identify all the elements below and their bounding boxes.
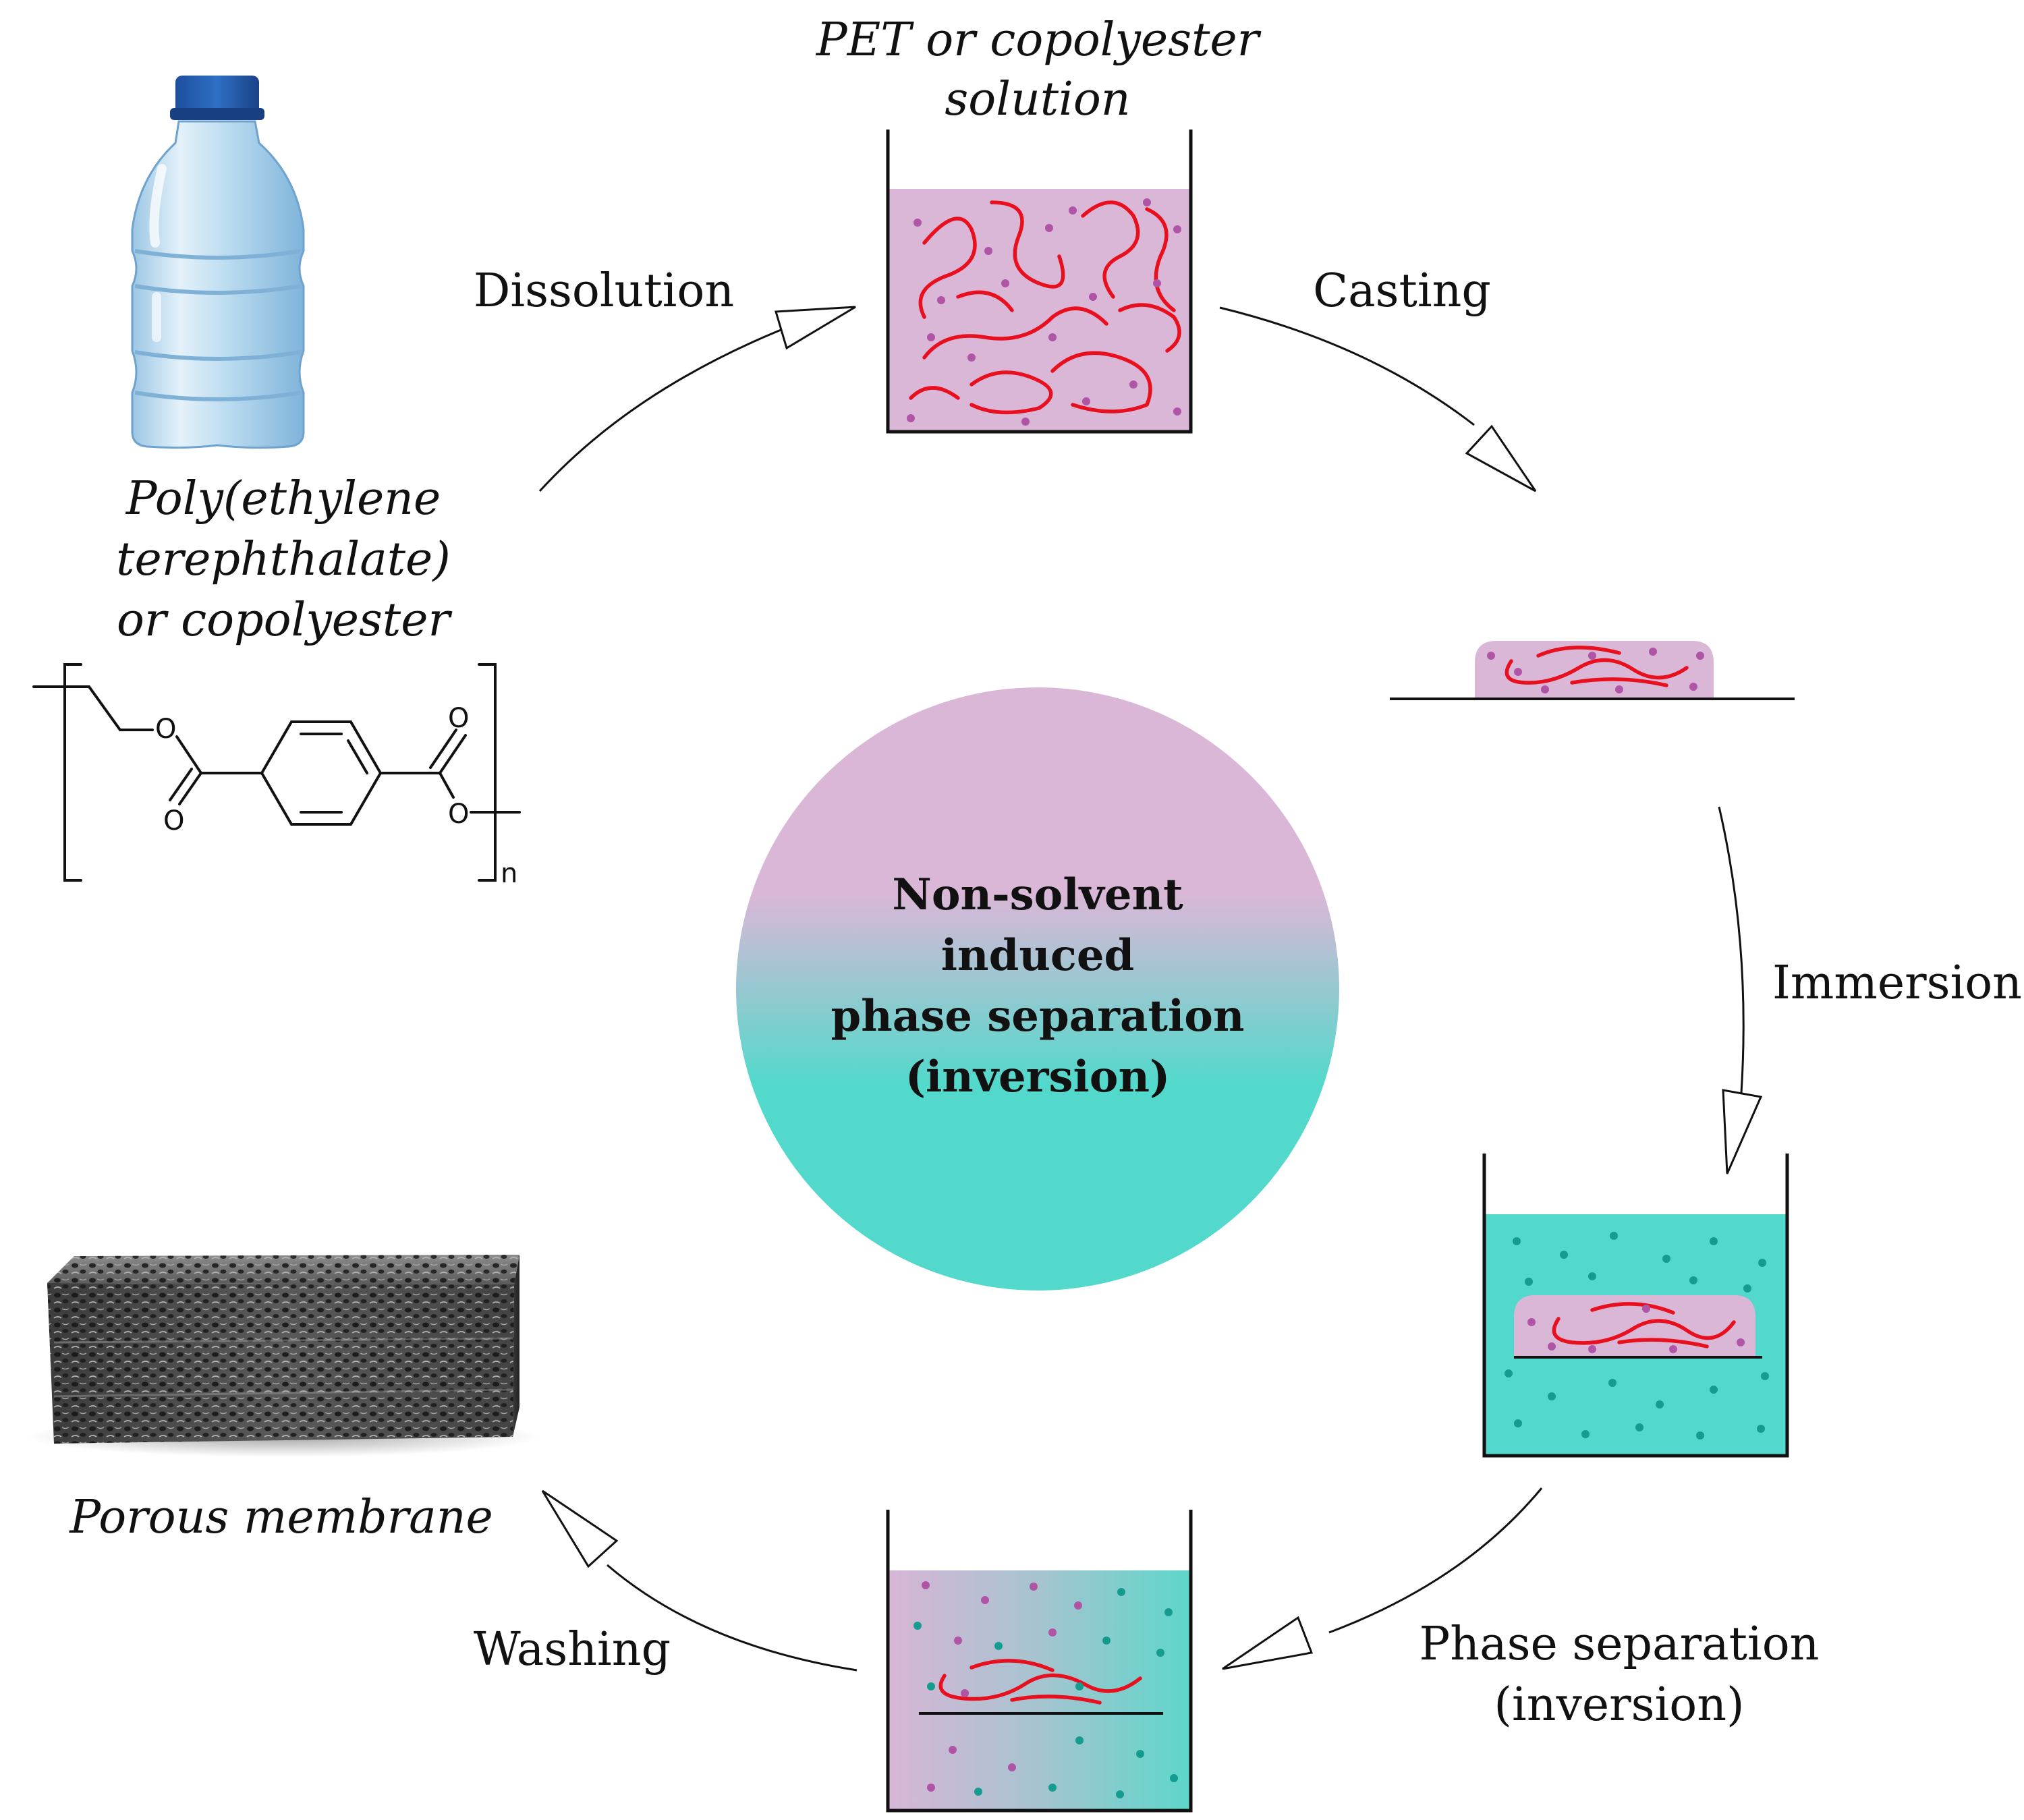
- polymer-label-2: terephthalate): [116, 533, 451, 586]
- center-title-line-4: (inversion): [905, 1052, 1171, 1102]
- pet-structure-icon: n O O O O: [32, 663, 521, 889]
- polymer-label-1: Poly(ethylene: [125, 472, 441, 525]
- arrowhead-casting: [1465, 424, 1537, 492]
- center-circle: Non-solvent induced phase separation (in…: [736, 687, 1339, 1290]
- polymer-chains-solution: [909, 200, 1181, 415]
- step-label-phase-separation-1: Phase separation: [1419, 1618, 1820, 1671]
- plastic-bottle-icon: [131, 76, 305, 449]
- center-title-line-2: induced: [941, 930, 1135, 981]
- carbonyl-oxygen-right: O: [448, 703, 469, 734]
- step-label-washing: Washing: [474, 1623, 671, 1676]
- arrowhead-dissolution: [775, 306, 856, 350]
- membrane-label: Porous membrane: [68, 1491, 493, 1544]
- arrow-dissolution: [538, 328, 783, 492]
- ester-oxygen-right: O: [448, 799, 469, 830]
- center-title-line-3: phase separation: [831, 991, 1244, 1042]
- porous-membrane-icon: [27, 1255, 540, 1457]
- carbonyl-oxygen-left: O: [163, 805, 184, 836]
- arrow-phase-separation: [1328, 1487, 1543, 1634]
- solution-label-2: solution: [945, 73, 1130, 126]
- beaker-phase-separation: [886, 1510, 1193, 1813]
- arrowhead-immersion: [1722, 1089, 1763, 1174]
- arrowhead-phase-separation: [1222, 1616, 1314, 1670]
- beaker-solution: [886, 130, 1193, 434]
- arrow-washing: [607, 1564, 858, 1672]
- repeat-subscript: n: [501, 858, 517, 889]
- step-label-dissolution: Dissolution: [474, 264, 734, 318]
- solution-label-1: PET or copolyester: [815, 13, 1262, 67]
- arrowhead-washing: [541, 1489, 619, 1568]
- arrow-immersion: [1718, 806, 1745, 1093]
- polymer-label-3: or copolyester: [117, 594, 452, 647]
- step-label-immersion: Immersion: [1772, 957, 2022, 1010]
- center-title-line-1: Non-solvent: [892, 870, 1183, 920]
- step-label-phase-separation-2: (inversion): [1494, 1678, 1744, 1732]
- process-arrows: [538, 306, 1763, 1672]
- arrow-casting: [1219, 306, 1475, 426]
- ester-oxygen-left: O: [155, 714, 176, 745]
- cast-film: [1390, 641, 1795, 700]
- solvent-dots-solution: [907, 198, 1181, 426]
- beaker-immersion: [1482, 1154, 1789, 1458]
- step-label-casting: Casting: [1313, 264, 1491, 318]
